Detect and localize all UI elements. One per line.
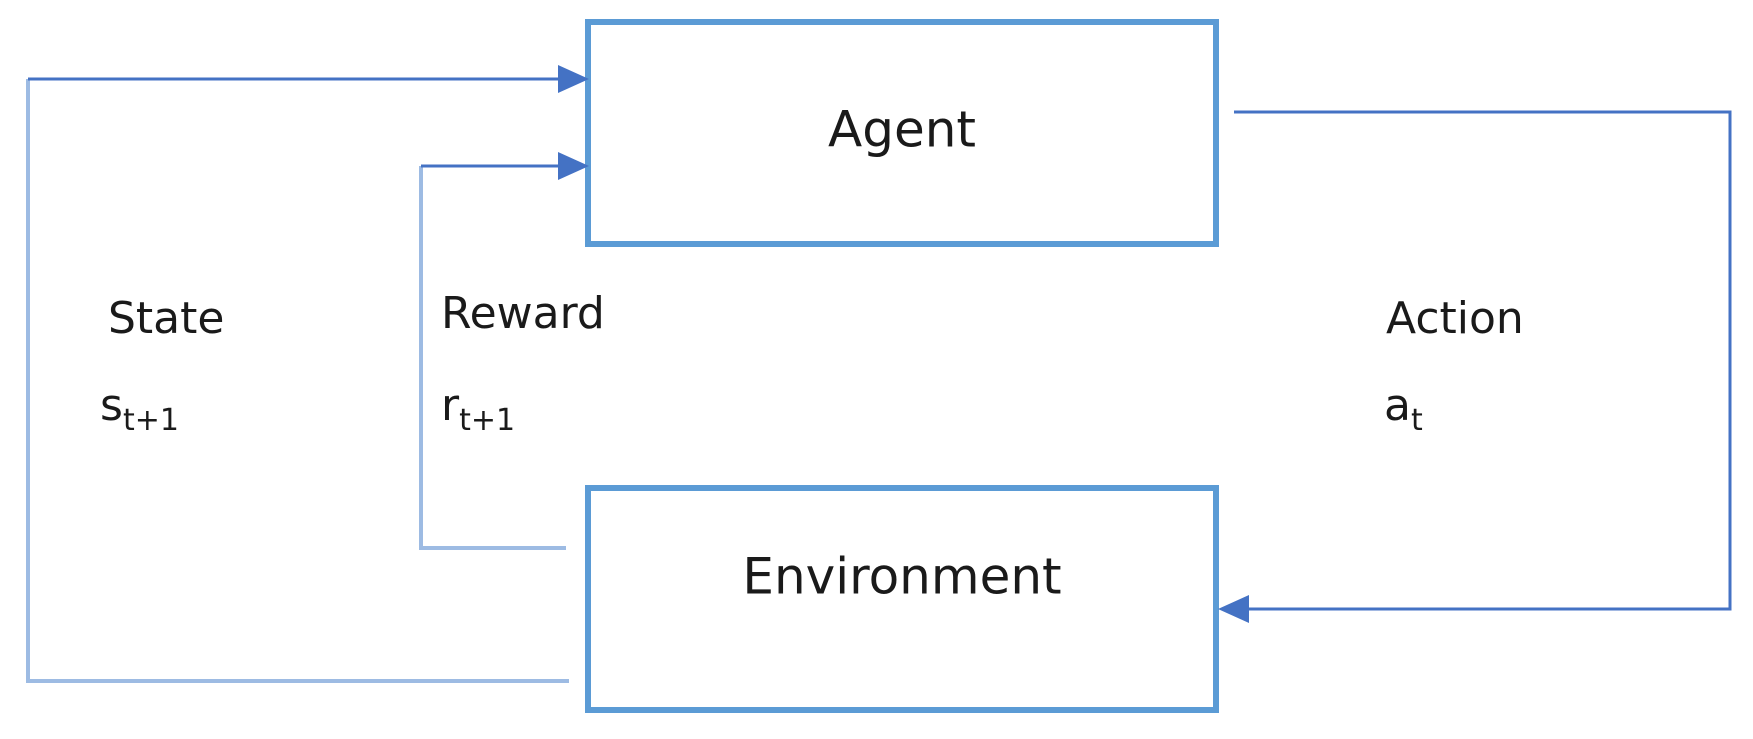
state-symbol-subscript: t+1 <box>123 403 179 438</box>
reward-symbol-base: r <box>441 380 460 431</box>
action-symbol-subscript: t <box>1411 403 1423 438</box>
action-arrow <box>1218 110 1732 623</box>
reward-arrow <box>419 152 589 550</box>
agent-label: Agent <box>828 101 976 159</box>
action-arrowhead <box>1218 595 1249 623</box>
environment-label: Environment <box>742 548 1061 606</box>
action-symbol-base: a <box>1384 380 1411 431</box>
environment-box <box>585 485 1219 713</box>
reward-symbol-subscript: t+1 <box>459 403 515 438</box>
action-symbol: at <box>1384 380 1423 438</box>
state-symbol: st+1 <box>100 380 179 438</box>
state-label: State <box>108 293 224 344</box>
reward-label: Reward <box>441 288 605 339</box>
reward-symbol: rt+1 <box>441 380 515 438</box>
state-arrowhead <box>558 65 589 93</box>
state-symbol-base: s <box>100 380 123 431</box>
agent-box <box>585 19 1219 247</box>
reward-arrowhead <box>558 152 589 180</box>
action-label: Action <box>1386 293 1524 344</box>
state-arrow <box>26 65 589 683</box>
